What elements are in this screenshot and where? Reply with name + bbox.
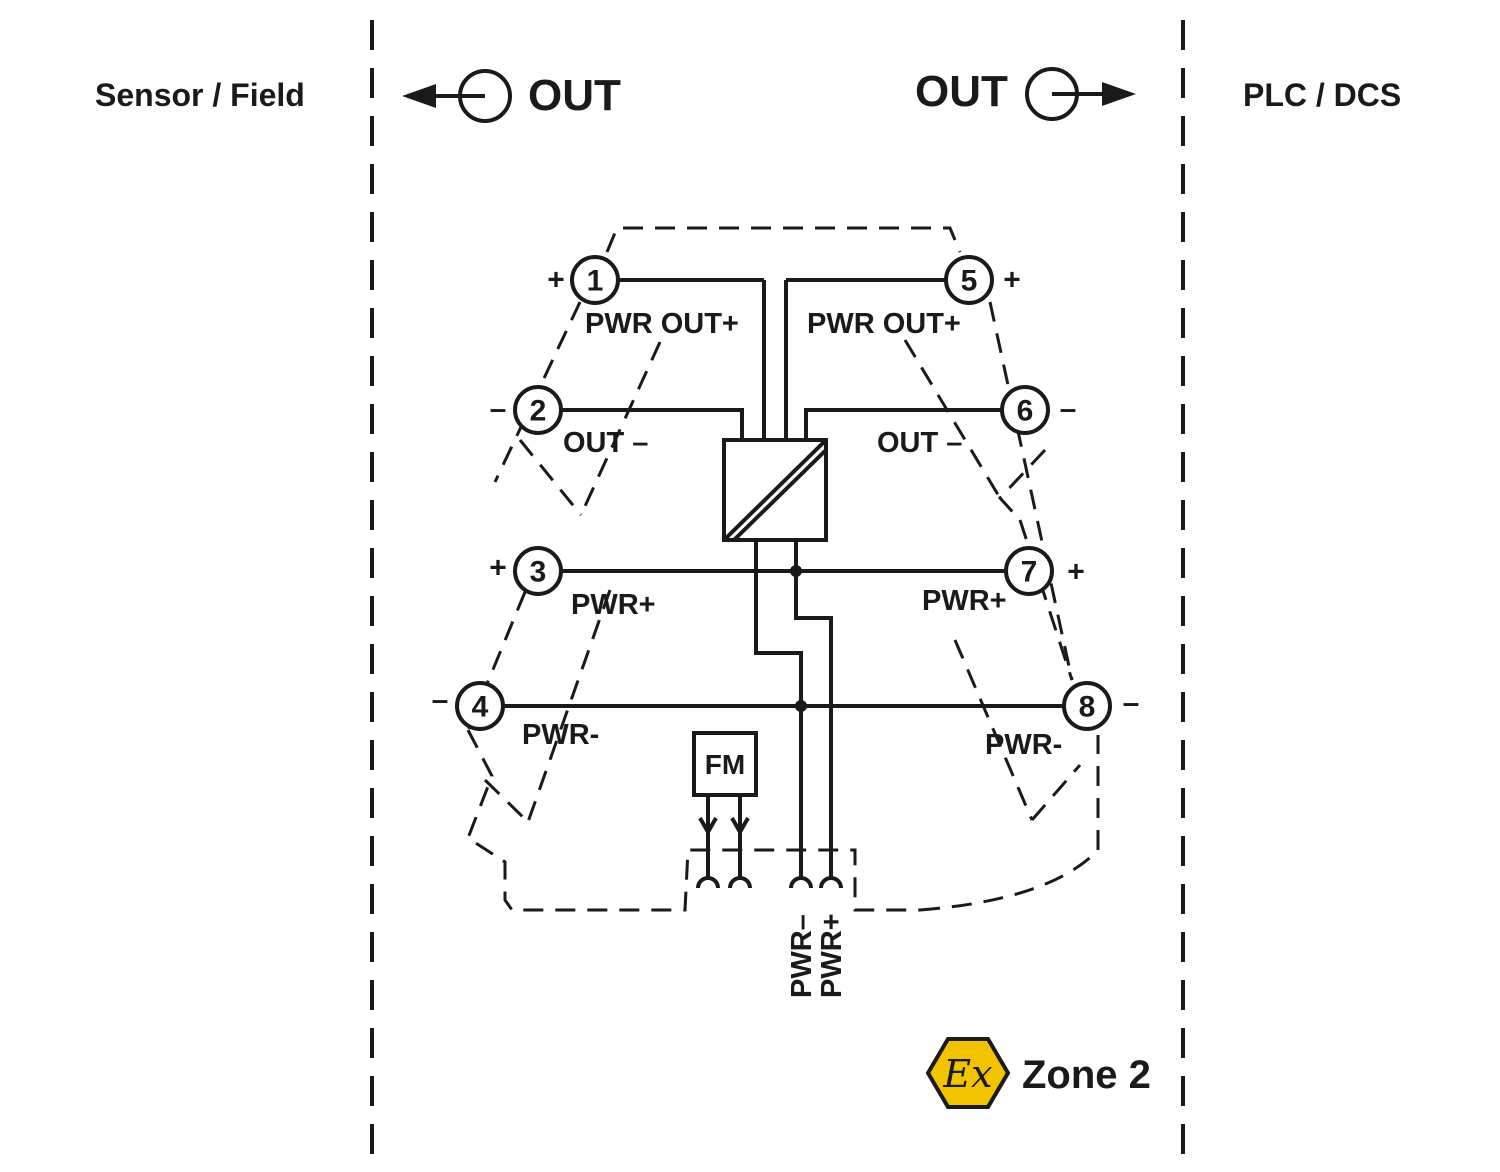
out-right-label: OUT bbox=[915, 67, 1008, 116]
bus-pwr-minus-label: PWR– bbox=[786, 914, 818, 998]
terminal-2[interactable]: 2 – bbox=[490, 385, 563, 435]
terminal-sign: – bbox=[490, 393, 507, 426]
terminal-1[interactable]: 1 + bbox=[547, 255, 620, 305]
label-pwr-plus-right: PWR+ bbox=[922, 585, 1007, 617]
left-zone-label: Sensor / Field bbox=[95, 77, 305, 113]
fm-block: FM bbox=[692, 731, 758, 878]
terminal-number: 5 bbox=[961, 265, 978, 298]
label-pwr-plus-left: PWR+ bbox=[571, 589, 656, 621]
terminal-6[interactable]: 6 – bbox=[1000, 385, 1077, 435]
label-pwr-minus-left: PWR- bbox=[522, 719, 599, 751]
terminal-sign: + bbox=[489, 552, 507, 585]
terminal-sign: – bbox=[1060, 393, 1077, 426]
bus-pwr-plus-label: PWR+ bbox=[816, 913, 848, 998]
fm-label: FM bbox=[705, 749, 745, 780]
terminal-3[interactable]: 3 + bbox=[489, 546, 563, 596]
label-pwr-out-left: PWR OUT+ bbox=[585, 308, 739, 340]
label-out-minus-right: OUT – bbox=[877, 427, 962, 459]
terminal-8[interactable]: 8 – bbox=[1062, 681, 1140, 731]
terminal-sign: – bbox=[432, 684, 449, 717]
dashed-outlines bbox=[466, 226, 1100, 912]
ex-hazard-icon: Ex bbox=[925, 1037, 1011, 1109]
out-left-label: OUT bbox=[528, 71, 621, 120]
terminal-4[interactable]: 4 – bbox=[432, 681, 505, 731]
terminal-5[interactable]: 5 + bbox=[944, 255, 1021, 305]
terminal-7[interactable]: 7 + bbox=[1004, 546, 1085, 596]
terminal-sign: + bbox=[547, 264, 565, 297]
terminal-number: 4 bbox=[472, 691, 489, 724]
bus-connector-icons bbox=[696, 876, 843, 889]
terminal-sign: + bbox=[1003, 264, 1021, 297]
zone-label: Zone 2 bbox=[1022, 1053, 1151, 1097]
right-zone-label: PLC / DCS bbox=[1243, 77, 1401, 113]
terminal-number: 8 bbox=[1079, 691, 1096, 724]
terminal-sign: + bbox=[1067, 556, 1085, 589]
converter-block bbox=[722, 438, 828, 542]
label-out-minus-left: OUT – bbox=[563, 427, 648, 459]
wiring bbox=[503, 278, 1064, 878]
label-pwr-out-right: PWR OUT+ bbox=[807, 308, 961, 340]
terminal-number: 6 bbox=[1017, 395, 1034, 428]
out-left-arrow-icon bbox=[402, 69, 512, 123]
terminal-sign: – bbox=[1123, 687, 1140, 720]
terminal-number: 2 bbox=[530, 395, 547, 428]
terminal-number: 1 bbox=[587, 265, 604, 298]
ex-symbol: Ex bbox=[942, 1052, 992, 1096]
label-pwr-minus-right: PWR- bbox=[985, 729, 1062, 761]
terminal-number: 7 bbox=[1021, 556, 1038, 589]
terminal-number: 3 bbox=[530, 556, 547, 589]
out-right-arrow-icon bbox=[1025, 67, 1136, 121]
